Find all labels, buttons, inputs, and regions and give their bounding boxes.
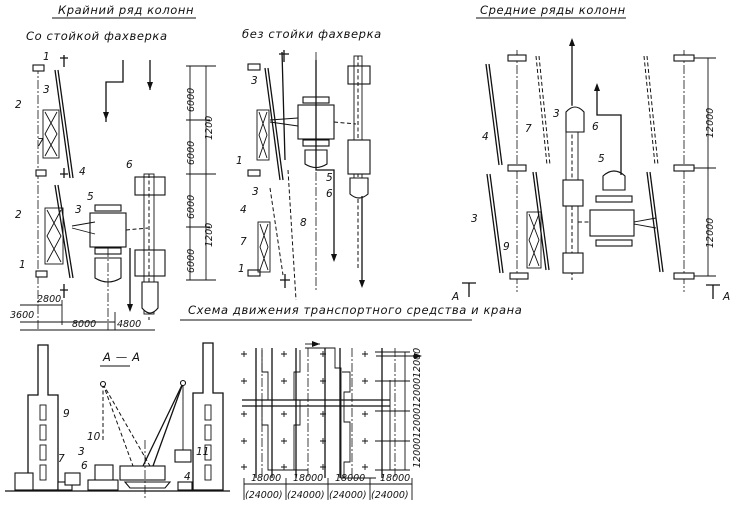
dim-1200: 1200 [204,223,215,247]
crane-body [119,465,166,481]
section-mark [462,282,476,297]
dim-3600: 3600 [10,310,34,321]
middle-plan [247,50,371,301]
label-3: 3 [252,186,259,198]
dim-18000: 18000 [293,473,323,484]
section-mark-label-left: А [451,291,459,303]
travel-path [105,60,124,122]
label-2: 2 [15,209,22,221]
heading-without-post: без стойки фахверка [242,27,382,41]
label-3: 3 [471,213,478,225]
label-7: 7 [37,137,44,149]
dim-18000: 18000 [251,473,281,484]
dim-6000: 6000 [186,88,197,112]
vehicle-cab [349,177,369,199]
truss-frame [44,207,64,265]
column-footing [35,270,48,278]
truss-frame [256,109,270,161]
dim-12000: 12000 [412,438,423,468]
label-5: 5 [326,172,333,184]
label-6: 6 [126,159,133,171]
travel-path [596,85,622,175]
column-footing [507,54,527,62]
dim-12000: 12000 [705,108,716,138]
dim-4800: 4800 [117,319,141,330]
heading-edge-rows: Крайний ряд колонн [58,3,194,17]
dim-1200: 1200 [204,116,215,140]
section-title: А — А [102,350,141,364]
label-4: 4 [482,131,489,143]
crane-body [589,209,635,237]
label-9: 9 [503,241,510,253]
dim-6000: 6000 [186,195,197,219]
dim-24000: (24000) [287,490,325,501]
label-3: 3 [553,108,560,120]
label-1: 1 [238,263,245,275]
label-1: 1 [236,155,243,167]
right-plan [462,38,720,299]
label-9: 9 [63,408,70,420]
label-5: 5 [87,191,94,203]
dim-2800: 2800 [37,294,61,305]
dim-12000: 12000 [412,378,423,408]
vehicle-body [347,65,371,85]
column-footing [35,169,47,177]
label-7: 7 [525,123,532,135]
section-view [5,342,230,500]
heading-middle-rows: Средние ряды колонн [480,3,626,17]
label-6: 6 [81,460,88,472]
label-7: 7 [58,453,65,465]
vehicle-body [134,176,166,196]
column-footing [60,55,68,67]
dim-12000: 12000 [705,218,716,248]
crane-cab [602,170,626,191]
label-1: 1 [43,51,50,63]
dim-6000: 6000 [186,141,197,165]
label-6: 6 [592,121,599,133]
label-4: 4 [240,204,247,216]
crane-body [89,212,127,248]
truss-frame [42,109,60,159]
label-3: 3 [43,84,50,96]
column [192,342,224,491]
movement-scheme [241,341,422,500]
dim-18000: 18000 [380,473,410,484]
label-10: 10 [87,431,101,443]
section-mark [706,284,720,299]
label-3: 3 [78,446,85,458]
truss-frame [526,211,542,269]
dim-6000: 6000 [186,249,197,273]
label-11: 11 [196,446,209,458]
dim-18000: 18000 [335,473,365,484]
dim-12000: 12000 [412,348,423,378]
vehicle-cab [141,281,159,314]
label-1: 1 [19,259,26,271]
column-footing [32,64,45,72]
dim-8000: 8000 [72,319,96,330]
label-5: 5 [598,153,605,165]
dim-24000: (24000) [371,490,409,501]
left-plan [20,55,216,331]
heading-movement-scheme: Схема движения транспортного средства и … [188,303,522,317]
label-8: 8 [300,217,307,229]
label-4: 4 [79,166,86,178]
label-2: 2 [15,99,22,111]
dim-24000: (24000) [245,490,283,501]
column-element [54,69,71,179]
vehicle-cab [565,106,585,133]
column [27,344,59,491]
label-7: 7 [240,236,247,248]
dim-24000: (24000) [329,490,367,501]
label-3: 3 [251,75,258,87]
section-mark-label-right: А [722,291,730,303]
column-footing [247,63,261,71]
label-4: 4 [184,471,191,483]
label-6: 6 [326,188,333,200]
truss-frame [257,221,271,273]
heading-with-post: Со стойкой фахверка [26,29,168,43]
dim-12000: 12000 [412,408,423,438]
label-3: 3 [75,204,82,216]
